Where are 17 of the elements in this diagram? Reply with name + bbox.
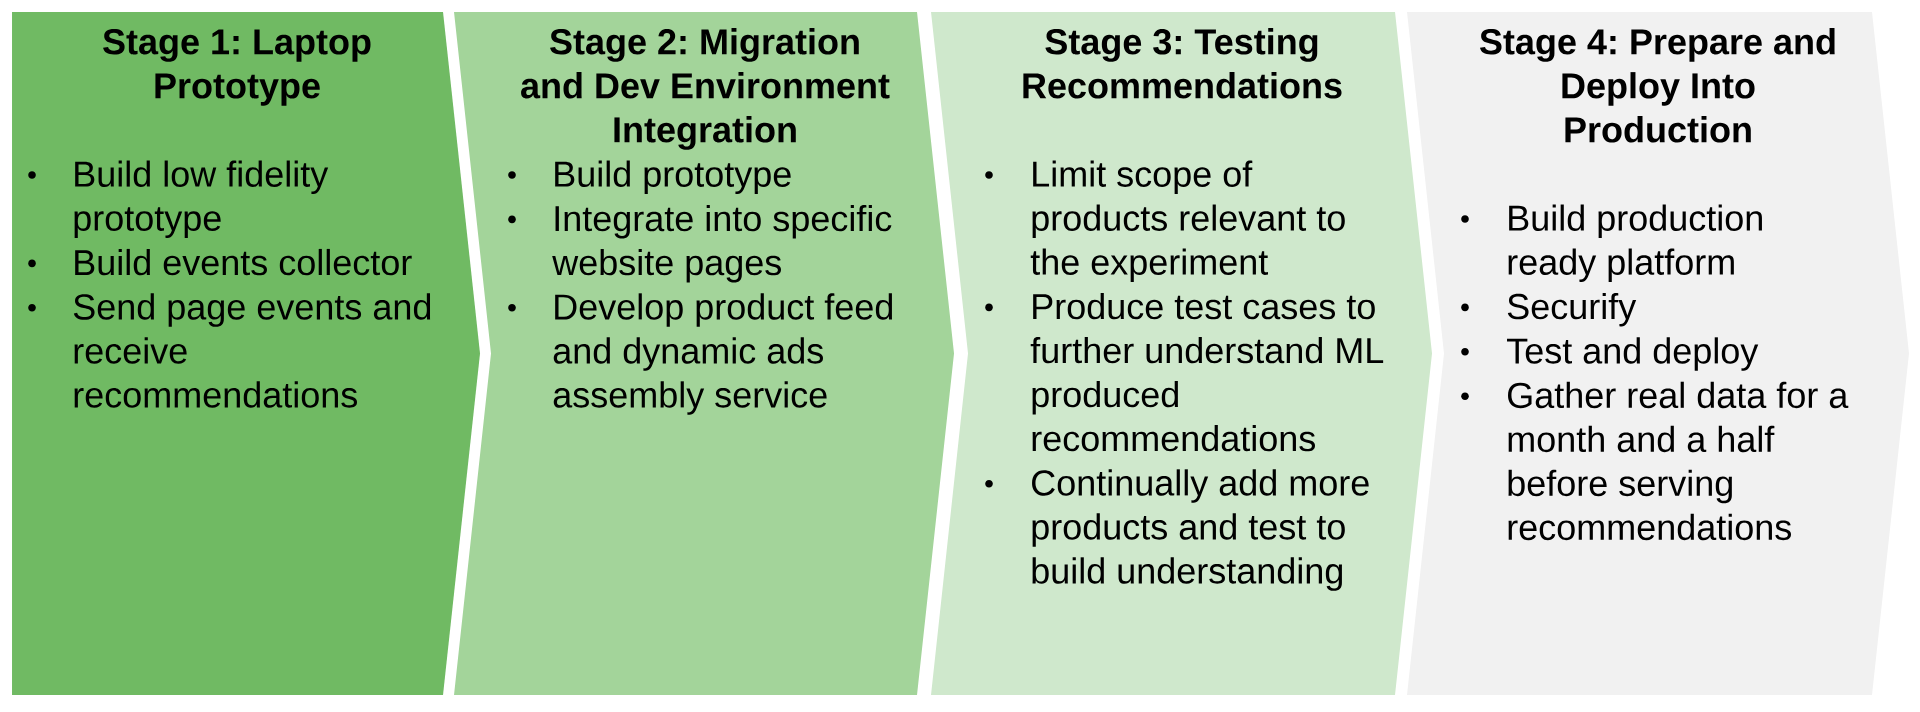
list-item: Integrate into specific website pages <box>552 204 892 283</box>
list-item: Build low fidelity prototype <box>74 160 329 239</box>
stage-heading: Stage 4: Prepare and Deploy Into Production <box>1479 28 1835 143</box>
list-item: Send page events and receive recommendations <box>73 293 431 408</box>
list-item: Build production ready platform <box>1508 204 1762 283</box>
list-item: Limit scope of products relevant to the experiment <box>1030 160 1345 283</box>
list-item: Securify <box>1507 292 1637 327</box>
list-item: Produce test cases to further understand ML produced recommendations <box>1030 292 1384 452</box>
list-item: Gather real data for a month and a half before serving recommendations <box>1508 381 1849 541</box>
stage-heading: Stage 3: Testing Recommendations <box>1023 28 1342 99</box>
list-item: Test and deploy <box>1507 337 1759 371</box>
stage-heading: Stage 2: Migration and Dev Environment Integration <box>521 28 890 150</box>
list-item: Continually add more products and test to build understanding <box>1032 469 1369 591</box>
list-item: Build prototype <box>555 160 791 195</box>
stage-heading: Stage 1: Laptop Prototype <box>103 29 371 106</box>
list-item: Build events collector <box>75 248 412 276</box>
list-item: Develop product feed and dynamic ads assembly service <box>553 293 893 415</box>
